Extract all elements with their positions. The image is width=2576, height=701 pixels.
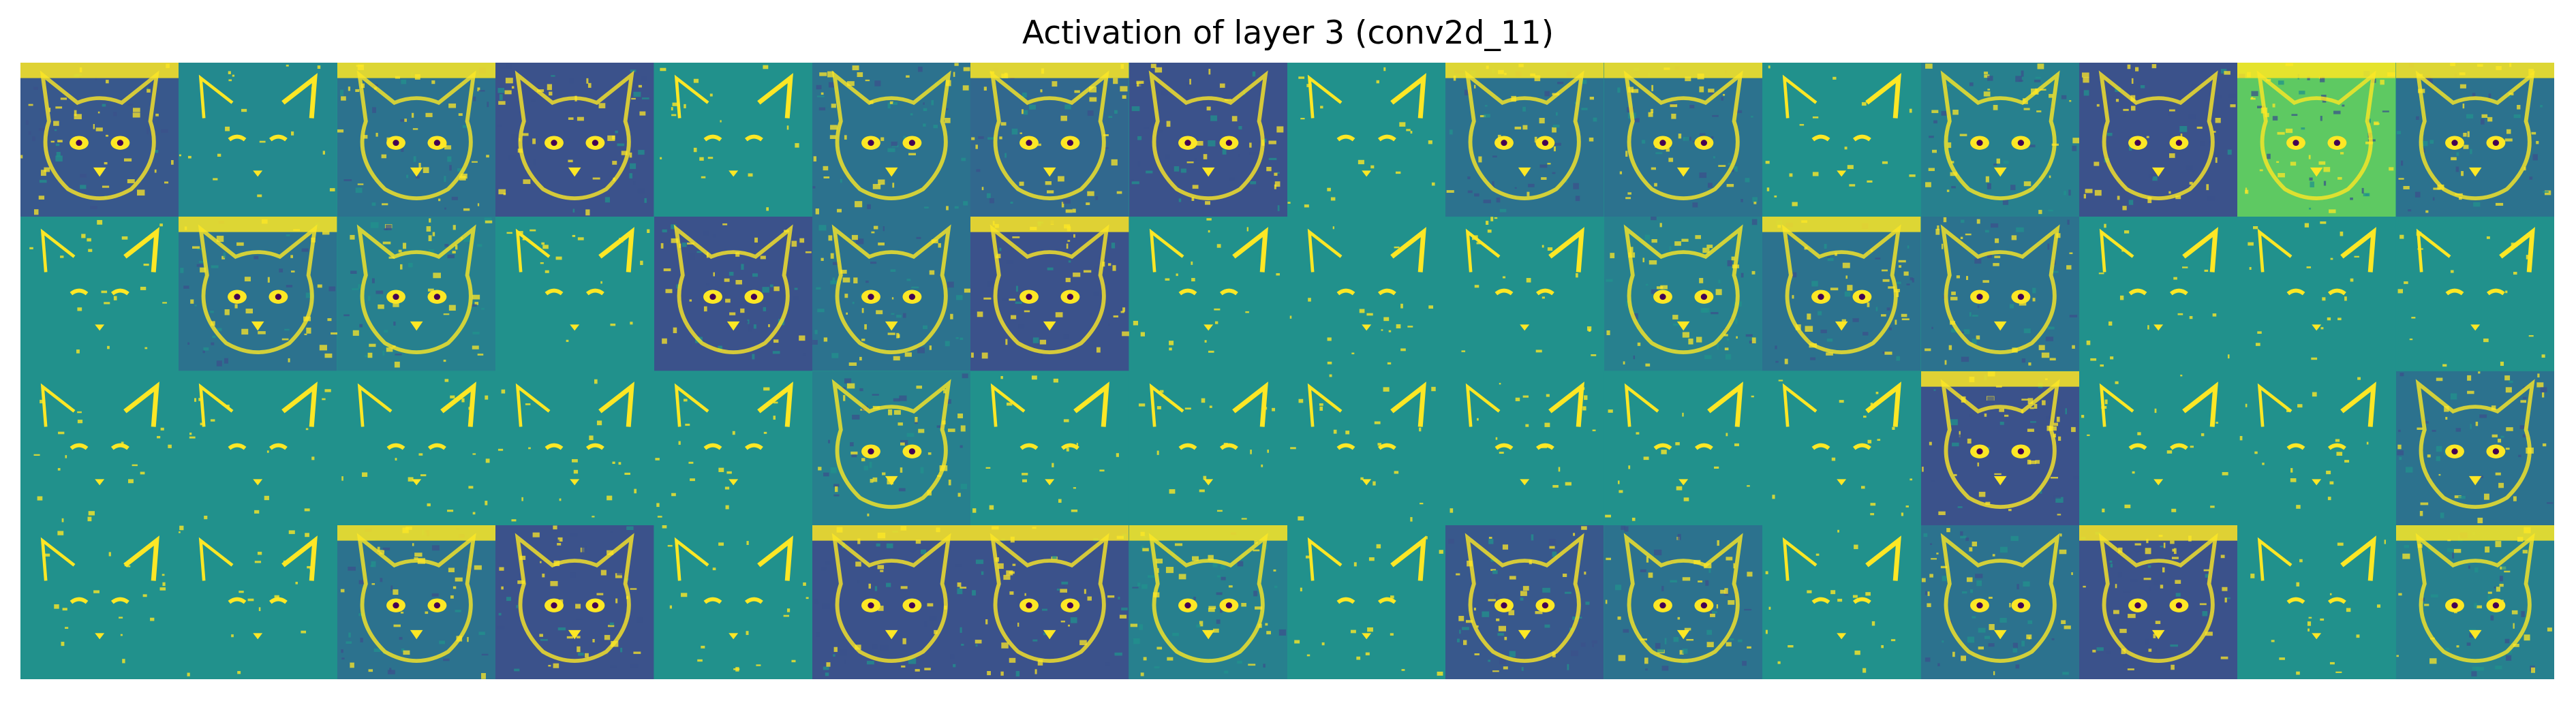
activation-map-60 [1762, 525, 1921, 679]
activation-map-24 [1129, 217, 1287, 371]
activation-map-33 [20, 371, 179, 525]
activation-map-43 [1604, 371, 1763, 525]
activation-map-38 [812, 371, 971, 525]
activation-map-44 [1762, 371, 1921, 525]
activation-map-51 [337, 525, 496, 679]
figure-title: Activation of layer 3 (conv2d_11) [1022, 14, 1554, 52]
activation-map-52 [495, 525, 654, 679]
activation-map-47 [2237, 371, 2396, 525]
activation-map-46 [2079, 371, 2238, 525]
activation-map-12 [1762, 63, 1921, 217]
activation-map-53 [654, 525, 812, 679]
activation-map-16 [2395, 63, 2554, 217]
activation-map-28 [1762, 217, 1921, 371]
activation-map-5 [654, 63, 812, 217]
activation-map-15 [2237, 63, 2396, 217]
activation-map-19 [337, 217, 496, 371]
activation-map-45 [1920, 371, 2079, 525]
activation-map-1 [20, 63, 179, 217]
activation-map-7 [970, 63, 1129, 217]
activation-map-18 [179, 217, 337, 371]
activation-map-17 [20, 217, 179, 371]
activation-map-57 [1287, 525, 1446, 679]
activation-map-6 [812, 63, 971, 217]
activation-map-34 [179, 371, 337, 525]
activation-map-59 [1604, 525, 1763, 679]
activation-map-36 [495, 371, 654, 525]
activation-map-26 [1445, 217, 1604, 371]
activation-map-48 [2395, 371, 2554, 525]
activation-map-31 [2237, 217, 2396, 371]
activation-map-50 [179, 525, 337, 679]
activation-map-9 [1287, 63, 1446, 217]
activation-map-63 [2237, 525, 2396, 679]
activation-map-2 [179, 63, 337, 217]
activation-map-30 [2079, 217, 2238, 371]
activation-map-29 [1920, 217, 2079, 371]
activation-map-20 [495, 217, 654, 371]
activation-map-62 [2079, 525, 2238, 679]
activation-map-22 [812, 217, 971, 371]
activation-map-23 [970, 217, 1129, 371]
activation-map-11 [1604, 63, 1763, 217]
activation-grid [20, 63, 2554, 679]
activation-map-42 [1445, 371, 1604, 525]
activation-map-61 [1920, 525, 2079, 679]
activation-map-49 [20, 525, 179, 679]
activation-map-3 [337, 63, 496, 217]
activation-map-58 [1445, 525, 1604, 679]
activation-map-8 [1129, 63, 1287, 217]
activation-map-41 [1287, 371, 1446, 525]
activation-map-37 [654, 371, 812, 525]
activation-map-55 [970, 525, 1129, 679]
activation-map-35 [337, 371, 496, 525]
activation-map-14 [2079, 63, 2238, 217]
activation-map-40 [1129, 371, 1287, 525]
activation-map-13 [1920, 63, 2079, 217]
activation-map-56 [1129, 525, 1287, 679]
activation-map-32 [2395, 217, 2554, 371]
activation-map-27 [1604, 217, 1763, 371]
activation-map-54 [812, 525, 971, 679]
activation-map-39 [970, 371, 1129, 525]
activation-map-25 [1287, 217, 1446, 371]
activation-map-64 [2395, 525, 2554, 679]
activation-map-21 [654, 217, 812, 371]
activation-map-10 [1445, 63, 1604, 217]
activation-map-4 [495, 63, 654, 217]
